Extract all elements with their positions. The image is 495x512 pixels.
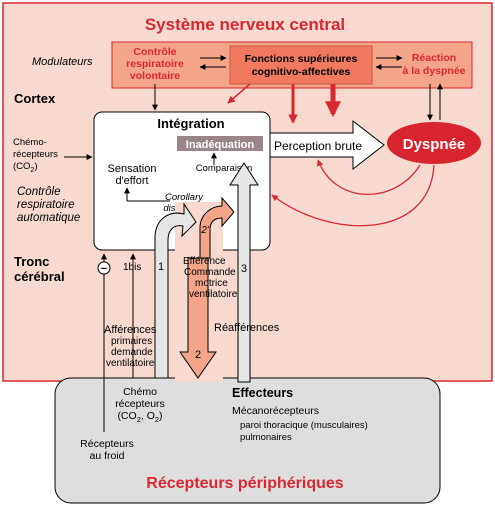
feedback-dyspnee-to-perception xyxy=(317,159,421,195)
auto-line2: respiratoire xyxy=(17,199,75,211)
label-2: 2 xyxy=(195,349,201,361)
afferent-arrow-1 xyxy=(154,202,197,379)
efference-line2: Commande xyxy=(184,267,236,278)
effecteurs-label: Effecteurs xyxy=(232,386,293,400)
inadequation-label: Inadéquation xyxy=(186,139,255,151)
reafferences-label: Réafférences xyxy=(214,322,280,334)
paroi-line1: paroi thoracique (musculaires) xyxy=(240,420,368,431)
fonctions-superieures-box xyxy=(229,45,373,85)
chemo-central-line1: Chémo- xyxy=(13,137,47,148)
chemo-periph-line3: (CO2, O2) xyxy=(117,410,162,424)
inhibition-circle xyxy=(97,261,111,275)
mecano-label: Mécanorécepteurs xyxy=(232,405,319,417)
cortex-label: Cortex xyxy=(14,91,56,106)
label-1bis: 1bis xyxy=(123,262,141,273)
reaction-line2: à la dyspnée xyxy=(402,65,465,77)
sensation-line2: d'effort xyxy=(115,175,148,187)
paroi-line2: pulmonaires xyxy=(240,432,292,443)
comparaison-label: Comparaison xyxy=(196,163,253,174)
afferences-line4: ventilatoire xyxy=(106,358,155,369)
reaction-line1: Réaction xyxy=(412,52,456,64)
afferences-line3: demande xyxy=(111,347,153,358)
auto-line1: Contrôle xyxy=(17,186,60,198)
chemo-periph-line2: récepteurs xyxy=(115,398,165,410)
cold-receptors-line1: Récepteurs xyxy=(80,438,134,450)
label-2prime: 2' xyxy=(200,225,210,236)
feedback-dyspnee-to-integration xyxy=(271,164,435,227)
controle-volontaire-line3: volontaire xyxy=(130,70,180,82)
snc-title: Système nerveux central xyxy=(145,15,345,34)
perception-brute-arrow xyxy=(269,119,385,171)
tronc-line1: Tronc xyxy=(14,254,49,269)
cold-receptors-line2: au froid xyxy=(89,450,124,462)
periph-title: Récepteurs périphériques xyxy=(146,475,344,492)
efference-line1: Efférence xyxy=(183,256,226,267)
tronc-line2: cérébral xyxy=(14,269,65,284)
controle-volontaire-line2: respiratoire xyxy=(126,58,184,70)
fonctions-superieures-line1: Fonctions supérieures xyxy=(245,53,358,65)
efference-line4: ventilatoire xyxy=(189,289,238,300)
chemo-central-line2: récepteurs xyxy=(13,149,58,160)
afferences-line2: primaires xyxy=(111,336,152,347)
inadequation-box xyxy=(177,136,263,151)
afferences-line1: Afférences xyxy=(104,324,157,336)
perception-brute-label: Perception brute xyxy=(274,139,362,153)
reafference-arrow-3 xyxy=(229,162,259,383)
modulateurs-label: Modulateurs xyxy=(32,56,93,68)
efference-arrow-2prime xyxy=(199,196,235,259)
dyspnee-label: Dyspnée xyxy=(403,136,466,153)
fonctions-superieures-line2: cognitivo-affectives xyxy=(252,66,351,78)
sensation-line1: Sensation xyxy=(108,163,157,175)
label-1: 1 xyxy=(158,261,164,273)
auto-line3: automatique xyxy=(17,212,80,224)
inhibition-minus: − xyxy=(101,263,107,275)
arrow-fonctions-to-integration xyxy=(227,83,251,104)
dyspnee-ellipse xyxy=(387,122,481,164)
chemo-periph-line1: Chémo xyxy=(123,386,157,398)
integration-title: Intégration xyxy=(157,116,224,131)
efference-line3: motrice xyxy=(195,278,228,289)
efference-arrow-2 xyxy=(179,257,217,379)
controle-volontaire-line1: Contrôle xyxy=(133,46,176,58)
corollary-line1: Corollary xyxy=(165,192,204,203)
chemo-central-line3: (CO2) xyxy=(13,161,38,174)
label-3: 3 xyxy=(241,263,247,275)
